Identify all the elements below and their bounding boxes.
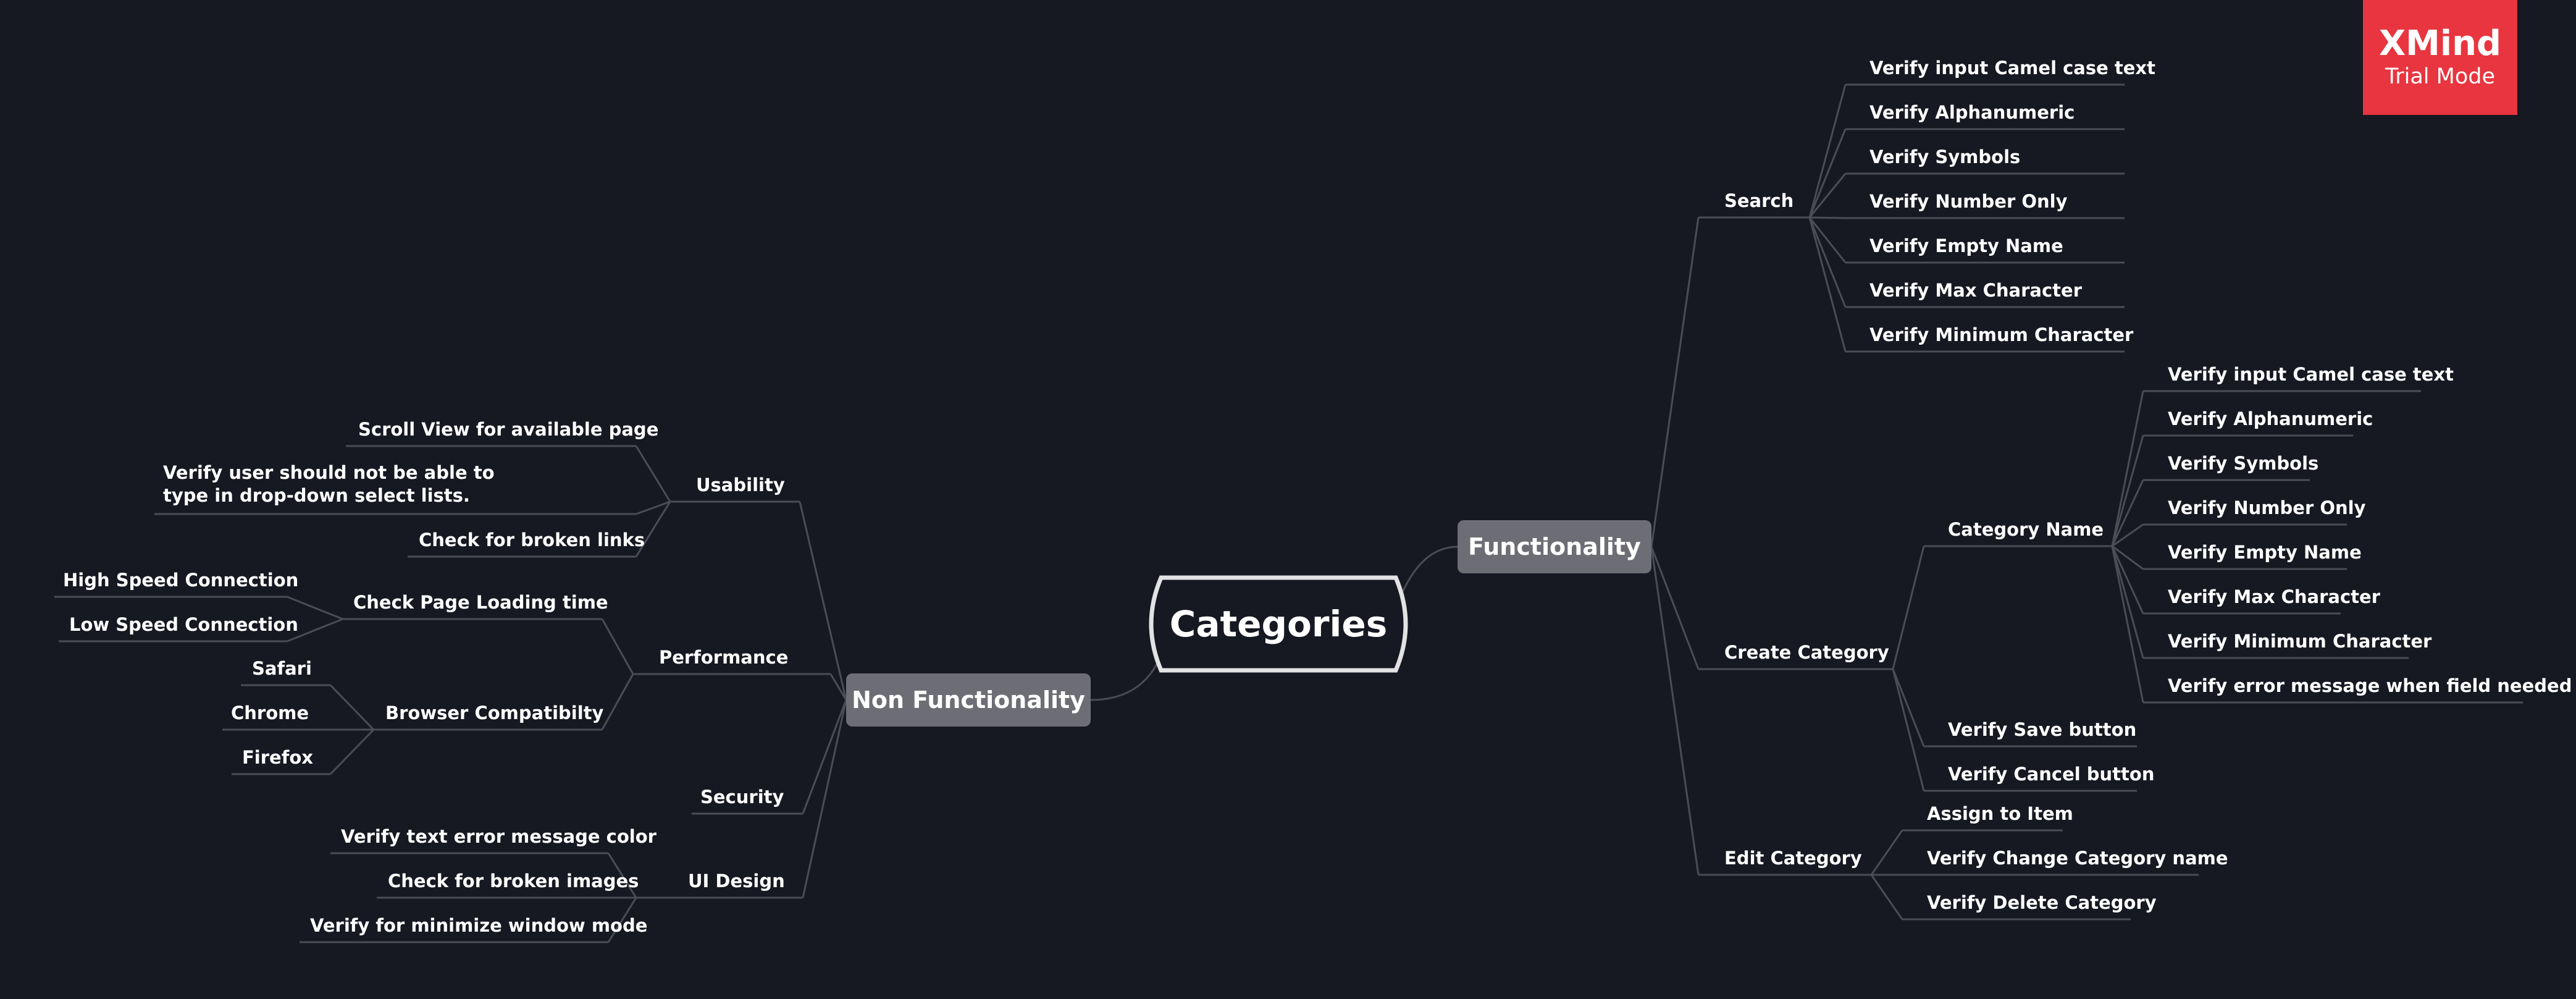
connector-line xyxy=(1808,217,1847,263)
browser-item[interactable]: Firefox xyxy=(242,747,313,768)
connector-line xyxy=(601,618,634,675)
connector-line xyxy=(1650,546,1700,670)
category-name-item[interactable]: Verify Symbols xyxy=(2168,453,2319,474)
edit-category-item[interactable]: Verify Delete Category xyxy=(1927,892,2157,913)
connector-line xyxy=(2111,479,2144,547)
connector-line xyxy=(1808,217,1847,308)
connector-line xyxy=(1650,217,1700,547)
browser-item[interactable]: Safari xyxy=(252,658,312,679)
subtopic-check-page-loading-time[interactable]: Check Page Loading time xyxy=(353,592,608,613)
connector-line xyxy=(1892,546,1925,670)
connector-line xyxy=(287,618,343,643)
category-name-item[interactable]: Verify Max Character xyxy=(2168,586,2381,607)
edit-category-item[interactable]: Assign to Item xyxy=(1927,803,2073,824)
category-name-item[interactable]: Verify input Camel case text xyxy=(2168,364,2454,385)
create-category-item[interactable]: Verify Cancel button xyxy=(1948,764,2155,785)
connector-line xyxy=(1870,874,1903,920)
topic-functionality[interactable]: Functionality xyxy=(1458,520,1651,573)
search-item[interactable]: Verify Symbols xyxy=(1869,146,2021,167)
search-item[interactable]: Verify input Camel case text xyxy=(1869,57,2155,78)
edit-category-item[interactable]: Verify Change Category name xyxy=(1927,848,2228,869)
connector-line xyxy=(329,684,375,731)
connector-line xyxy=(829,673,847,701)
connector-line xyxy=(635,445,671,502)
connector-line xyxy=(2112,545,2144,570)
connector-line xyxy=(2111,390,2144,547)
search-item[interactable]: Verify Alphanumeric xyxy=(1869,102,2075,123)
subtopic-performance[interactable]: Performance xyxy=(659,647,789,668)
trial-mode-badge[interactable]: XMind Trial Mode xyxy=(2363,0,2517,115)
connector-line xyxy=(1650,546,1700,875)
category-name-item[interactable]: Verify error message when field needed xyxy=(2168,675,2572,696)
usability-item[interactable]: Verify user should not be able to type i… xyxy=(163,462,495,506)
subtopic-create-category[interactable]: Create Category xyxy=(1724,642,1889,663)
connector-line xyxy=(802,699,847,898)
connector-line xyxy=(1808,217,1847,352)
connector-line xyxy=(1870,830,1903,875)
subtopic-category-name[interactable]: Category Name xyxy=(1948,519,2104,540)
category-name-item[interactable]: Verify Minimum Character xyxy=(2168,631,2432,652)
connector-line xyxy=(1892,668,1925,747)
usability-item[interactable]: Scroll View for available page xyxy=(358,419,659,440)
connector-line xyxy=(635,501,671,557)
topic-non-functionality[interactable]: Non Functionality xyxy=(846,673,1091,727)
connector-line xyxy=(607,853,637,898)
search-item[interactable]: Verify Max Character xyxy=(1869,280,2083,301)
connector-line xyxy=(1808,84,1847,218)
central-topic[interactable]: Categories xyxy=(1169,603,1388,645)
subtopic-usability[interactable]: Usability xyxy=(696,474,785,495)
connector-line xyxy=(1808,173,1847,218)
ui-design-item[interactable]: Check for broken images xyxy=(388,870,639,892)
connector-line xyxy=(1090,654,1162,701)
connector-line xyxy=(2111,546,2144,703)
connector-line xyxy=(802,699,847,814)
connector-line xyxy=(799,501,847,701)
create-category-item[interactable]: Verify Save button xyxy=(1948,719,2137,740)
ui-design-item[interactable]: Verify text error message color xyxy=(341,826,657,847)
connector-line xyxy=(2112,523,2144,547)
category-name-item[interactable]: Verify Empty Name xyxy=(2168,542,2362,563)
connector-line xyxy=(1809,216,1846,219)
connector-line xyxy=(1892,668,1925,791)
connector-line xyxy=(601,673,634,730)
subtopic-browser-compatibility[interactable]: Browser Compatibilty xyxy=(385,702,604,723)
connector-line xyxy=(636,500,671,515)
connector-line xyxy=(287,596,343,620)
connector-line xyxy=(2111,546,2144,614)
subtopic-edit-category[interactable]: Edit Category xyxy=(1724,848,1862,869)
browser-item[interactable]: Chrome xyxy=(231,702,309,723)
connector-line xyxy=(2111,435,2144,547)
ui-design-item[interactable]: Verify for minimize window mode xyxy=(310,915,648,936)
subtopic-security[interactable]: Security xyxy=(700,786,784,807)
connector-line xyxy=(2111,546,2144,659)
category-name-item[interactable]: Verify Alphanumeric xyxy=(2168,408,2373,429)
connector-line xyxy=(607,897,637,943)
subtopic-search[interactable]: Search xyxy=(1724,190,1794,211)
subtopic-ui-design[interactable]: UI Design xyxy=(688,870,785,892)
usability-item[interactable]: Check for broken links xyxy=(419,529,645,550)
badge-brand: XMind xyxy=(2378,23,2502,64)
page-loading-item[interactable]: Low Speed Connection xyxy=(69,614,298,635)
connector-line xyxy=(1808,129,1847,218)
category-name-item[interactable]: Verify Number Only xyxy=(2168,497,2366,518)
search-item[interactable]: Verify Empty Name xyxy=(1869,235,2063,256)
central-topic-frame xyxy=(1149,575,1408,673)
badge-mode: Trial Mode xyxy=(2385,64,2495,89)
search-item[interactable]: Verify Minimum Character xyxy=(1869,324,2134,345)
connector-line xyxy=(329,728,375,775)
page-loading-item[interactable]: High Speed Connection xyxy=(63,570,299,591)
search-item[interactable]: Verify Number Only xyxy=(1869,191,2068,212)
